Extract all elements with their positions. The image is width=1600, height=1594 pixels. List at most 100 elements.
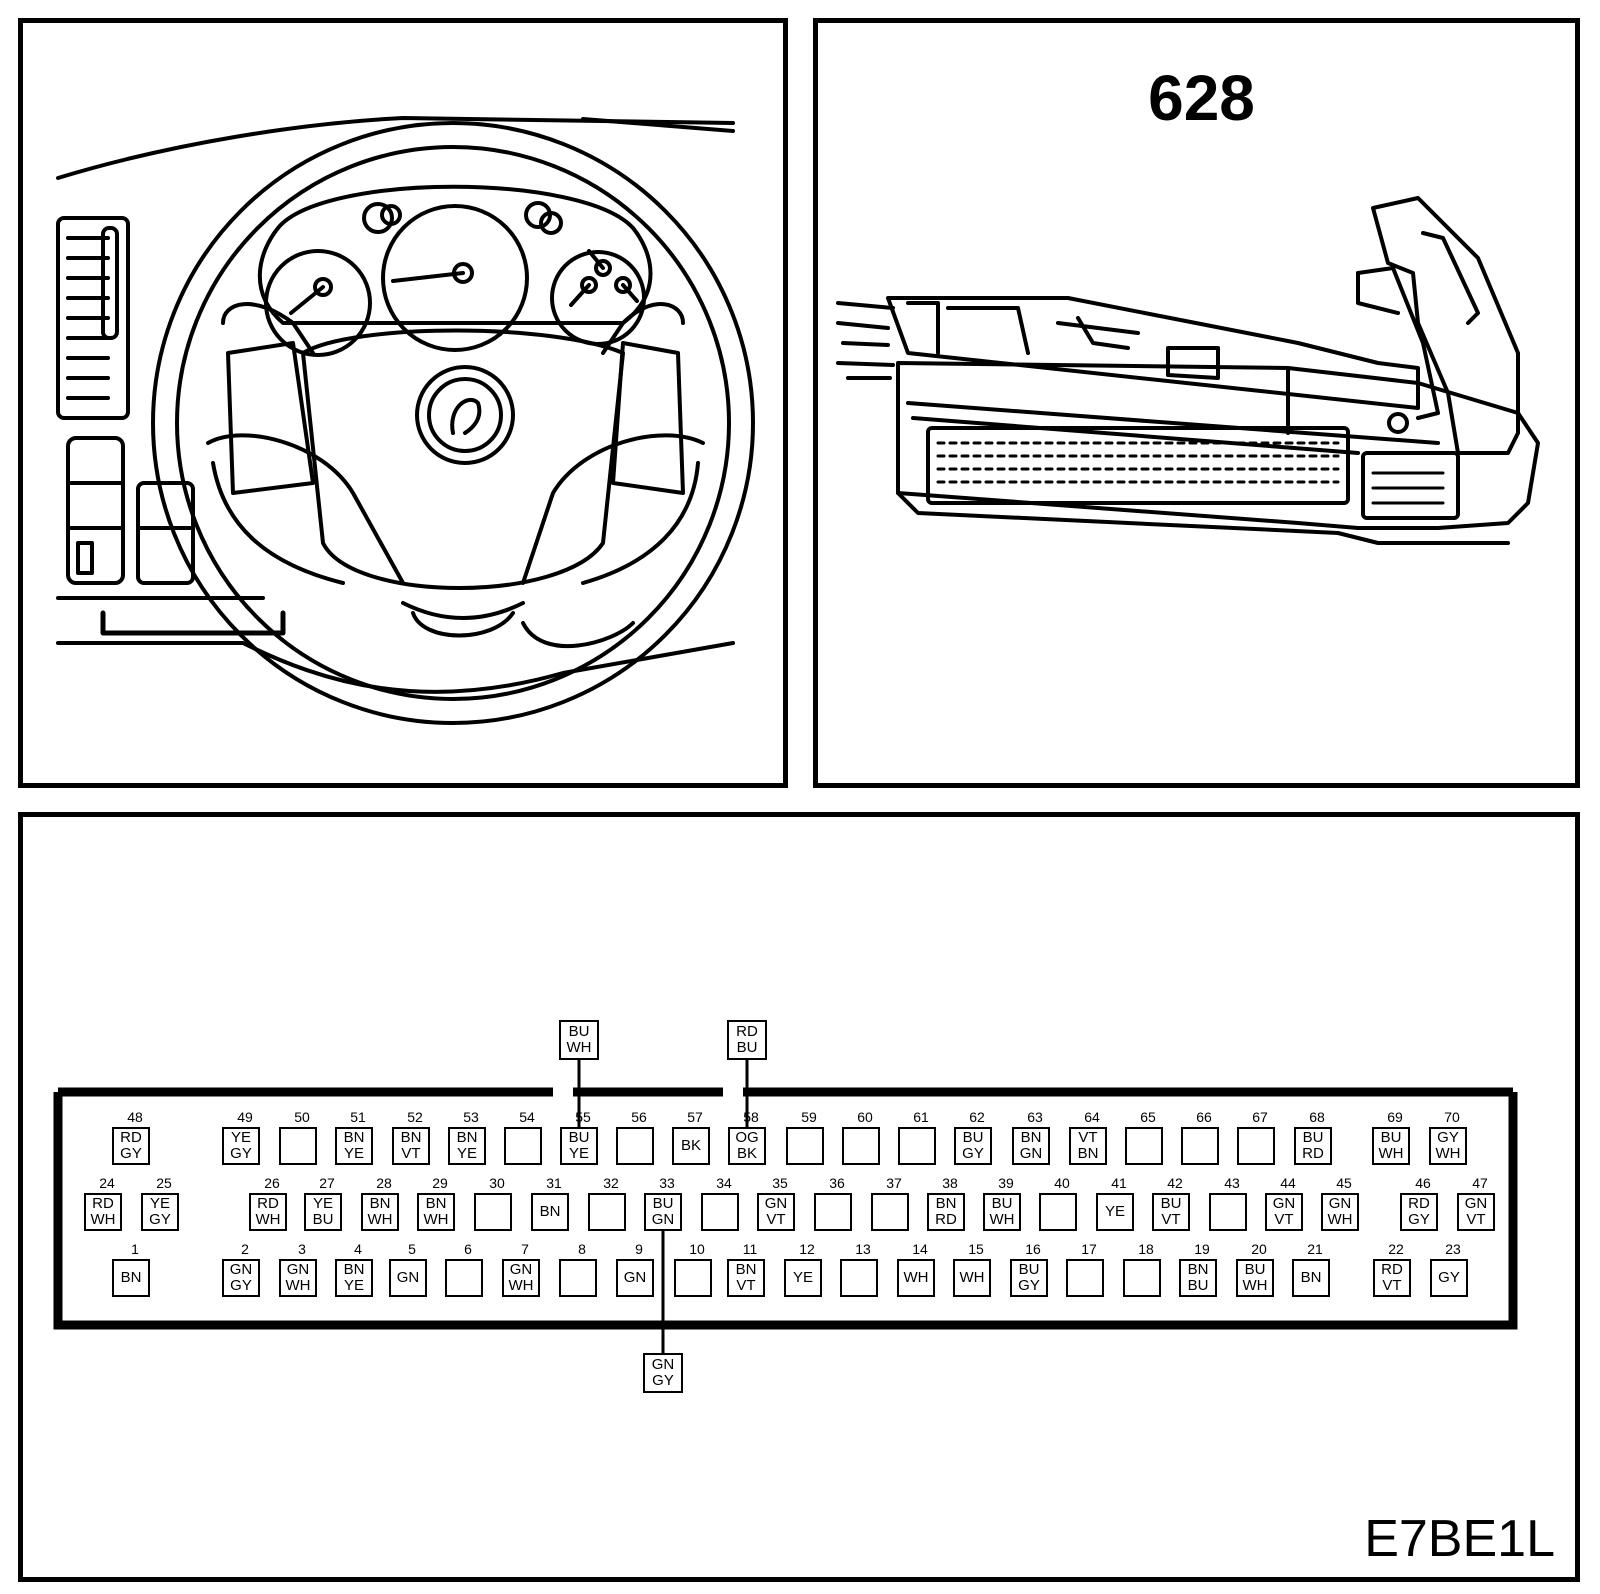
- wire-color-code: RD: [935, 1211, 957, 1228]
- pin-17: [1066, 1259, 1104, 1297]
- wire-color-code: BU: [1302, 1129, 1324, 1146]
- wire-color-code: GY: [652, 1372, 674, 1389]
- wire-color-code: BN: [425, 1195, 447, 1212]
- pin-34: [701, 1193, 739, 1231]
- wire-color-code: BU: [1160, 1195, 1182, 1212]
- pin-number-68: 68: [1309, 1109, 1325, 1125]
- pin-13: [840, 1259, 878, 1297]
- wire-color-code: BU: [568, 1129, 590, 1146]
- wire-color-code: GN: [229, 1261, 253, 1278]
- pin-60: [842, 1127, 880, 1165]
- pin-14: WH: [897, 1259, 935, 1297]
- pin-number-54: 54: [519, 1109, 535, 1125]
- wire-color-code: BN: [120, 1269, 142, 1286]
- wire-color-code: YE: [343, 1145, 364, 1162]
- wire-color-code: GN: [623, 1269, 647, 1286]
- pin-number-47: 47: [1472, 1175, 1488, 1191]
- wire-color-code: YE: [312, 1195, 333, 1212]
- wire-color-code: GN: [396, 1269, 420, 1286]
- wire-color-code: WH: [903, 1269, 929, 1286]
- dashboard-location-panel: [18, 18, 788, 788]
- wire-color-code: BU: [1244, 1261, 1266, 1278]
- pin-number-66: 66: [1196, 1109, 1212, 1125]
- pin-number-60: 60: [857, 1109, 873, 1125]
- pin-number-32: 32: [603, 1175, 619, 1191]
- pin-number-62: 62: [969, 1109, 985, 1125]
- pin-number-52: 52: [407, 1109, 423, 1125]
- pin-30: [474, 1193, 512, 1231]
- wire-color-code: BU: [1380, 1129, 1402, 1146]
- pin-number-27: 27: [319, 1175, 335, 1191]
- pin-number-29: 29: [432, 1175, 448, 1191]
- pin-number-46: 46: [1415, 1175, 1431, 1191]
- pin-number-3: 3: [298, 1241, 306, 1257]
- pin-10: [674, 1259, 712, 1297]
- wire-color-code: OG: [735, 1129, 759, 1146]
- wire-color-code: BU: [312, 1211, 334, 1228]
- pin-9: GN: [616, 1259, 654, 1297]
- wire-color-code: BN: [1300, 1269, 1322, 1286]
- pin-54: [504, 1127, 542, 1165]
- pin-number-57: 57: [687, 1109, 703, 1125]
- pin-number-5: 5: [408, 1241, 416, 1257]
- pin-number-24: 24: [99, 1175, 115, 1191]
- pin-number-18: 18: [1138, 1241, 1154, 1257]
- wire-color-code: GY: [1018, 1277, 1040, 1294]
- wire-color-code: GN: [286, 1261, 310, 1278]
- wire-color-code: VT: [1274, 1211, 1294, 1228]
- wire-color-code: GN: [1019, 1145, 1043, 1162]
- pin-number-15: 15: [968, 1241, 984, 1257]
- pin-number-4: 4: [354, 1241, 362, 1257]
- pin-number-58: 58: [743, 1109, 759, 1125]
- wire-color-code: GY: [120, 1145, 142, 1162]
- wire-color-code: WH: [508, 1277, 534, 1294]
- wire-color-code: WH: [959, 1269, 985, 1286]
- wire-color-code: WH: [367, 1211, 393, 1228]
- pin-50: [279, 1127, 317, 1165]
- wire-color-code: GY: [1437, 1129, 1459, 1146]
- wire-color-code: GY: [149, 1211, 171, 1228]
- pin-number-22: 22: [1388, 1241, 1404, 1257]
- pin-number-63: 63: [1027, 1109, 1043, 1125]
- pin-number-21: 21: [1307, 1241, 1323, 1257]
- pin-number-59: 59: [801, 1109, 817, 1125]
- pin-number-38: 38: [942, 1175, 958, 1191]
- pin-32: [588, 1193, 626, 1231]
- pin-number-45: 45: [1336, 1175, 1352, 1191]
- pin-number-25: 25: [156, 1175, 172, 1191]
- wire-color-code: BN: [1187, 1261, 1209, 1278]
- wire-color-code: RD: [1381, 1261, 1403, 1278]
- pin-21: BN: [1292, 1259, 1330, 1297]
- pin-61: [898, 1127, 936, 1165]
- pin-number-53: 53: [463, 1109, 479, 1125]
- wire-color-code: GY: [1408, 1211, 1430, 1228]
- pin-number-37: 37: [886, 1175, 902, 1191]
- pin-6: [445, 1259, 483, 1297]
- wire-color-code: BN: [539, 1203, 561, 1220]
- wire-color-code: GN: [1328, 1195, 1352, 1212]
- pin-number-36: 36: [829, 1175, 845, 1191]
- pin-31: BN: [531, 1193, 569, 1231]
- wire-color-code: GN: [509, 1261, 533, 1278]
